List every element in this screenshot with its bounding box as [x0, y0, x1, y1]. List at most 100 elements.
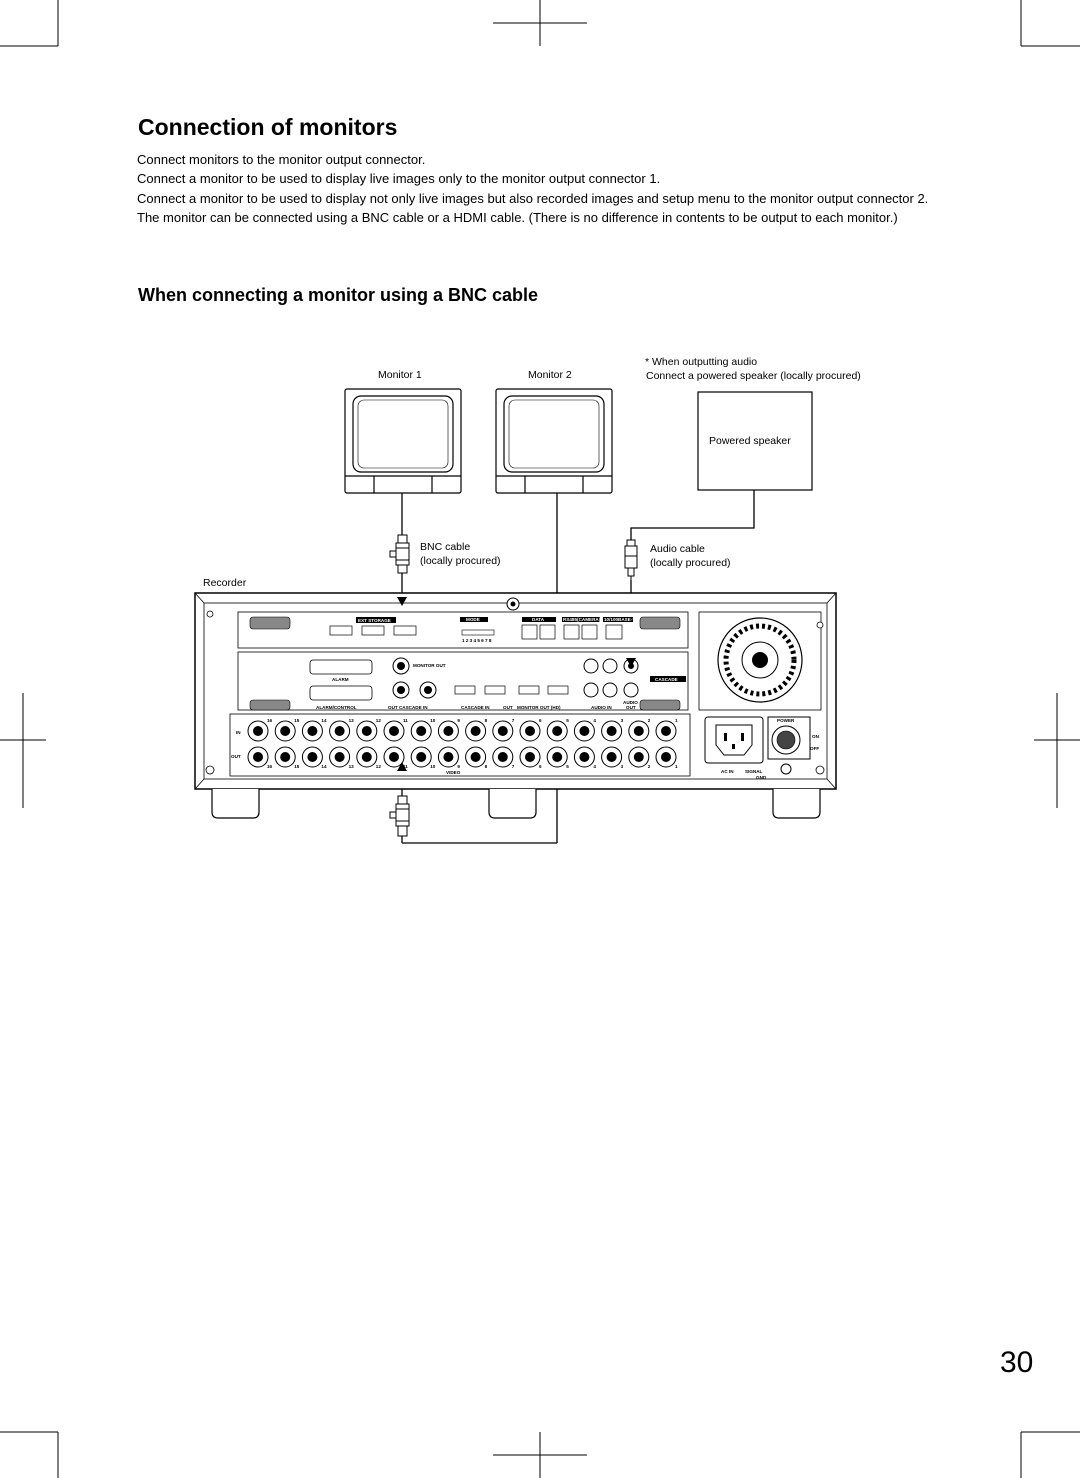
video-channel-number: 12 — [376, 718, 382, 723]
video-bnc-pin — [253, 752, 263, 762]
video-channel-number: 9 — [457, 718, 460, 723]
video-bnc-pin — [307, 752, 318, 762]
recorder: EXT STORAGE MODE 1 2 3 4 5 6 7 8 DATA RS… — [194, 592, 837, 819]
cascade-label: CASCADE — [655, 677, 678, 682]
audio-label: AUDIO — [623, 700, 638, 705]
cascade-in-out-label: OUT CASCADE IN — [388, 705, 428, 710]
dip-numbers: 1 2 3 4 5 6 7 8 — [462, 638, 492, 643]
intro-paragraph: The monitor can be connected using a BNC… — [137, 209, 898, 225]
video-bnc-pin — [361, 726, 372, 736]
ac-in-label: AC IN — [721, 769, 734, 774]
video-channel-number: 8 — [485, 718, 488, 723]
video-bnc-pin — [416, 726, 427, 736]
video-channel-number: 1 — [675, 764, 678, 769]
ext-storage-label: EXT STORAGE — [358, 618, 391, 623]
page-number: 30 — [1000, 1346, 1034, 1379]
audio-cable-label: Audio cable — [650, 543, 705, 555]
signal-gnd-label: SIGNAL — [745, 769, 763, 774]
video-bnc-pin — [579, 752, 590, 762]
video-channel-number: 10 — [430, 718, 436, 723]
video-channel-number: 16 — [267, 718, 273, 723]
audio-note-line2: Connect a powered speaker (locally procu… — [646, 370, 861, 382]
off-label: OFF — [810, 746, 819, 751]
cascade-in-label: CASCADE IN — [461, 705, 490, 710]
rs485-label: RS485(CAMERA) — [563, 617, 601, 622]
video-bnc-pin — [361, 752, 372, 762]
video-bnc-pin — [633, 726, 644, 736]
monitor-out-hd-label: MONITOR OUT (HD) — [517, 705, 561, 710]
signal-gnd-label-2: GND — [756, 775, 767, 780]
audio-in-label: AUDIO IN — [591, 705, 612, 710]
video-channel-number: 7 — [512, 764, 515, 769]
page-title: Connection of monitors — [138, 114, 398, 140]
arrow-icon — [397, 597, 636, 771]
video-channel-number: 11 — [403, 764, 408, 769]
video-channel-number: 15 — [294, 764, 300, 769]
video-bnc-pin — [416, 752, 427, 762]
video-bnc-pin — [253, 726, 263, 736]
recorder-label: Recorder — [203, 577, 247, 589]
video-bnc-pin — [661, 752, 671, 762]
mode-label: MODE — [466, 617, 480, 622]
video-bnc-pin — [633, 752, 644, 762]
video-bnc-pin — [552, 752, 563, 762]
alarm-control-label: ALARM/CONTROL — [316, 705, 357, 710]
video-channel-number: 5 — [566, 764, 569, 769]
video-bnc-pin — [280, 752, 291, 762]
video-bnc-rows: 1616151514141313121211111010998877665544… — [247, 718, 678, 769]
video-bnc-pin — [552, 726, 563, 736]
video-bnc-pin — [606, 726, 617, 736]
rca-plug-icon — [624, 539, 638, 580]
video-bnc-pin — [470, 752, 481, 762]
video-channel-number: 12 — [376, 764, 382, 769]
alarm-label: ALARM — [332, 677, 349, 682]
video-channel-number: 3 — [621, 764, 624, 769]
video-channel-number: 3 — [621, 718, 624, 723]
video-channel-number: 8 — [485, 764, 488, 769]
audio-cable-sublabel: (locally procured) — [650, 557, 731, 569]
video-channel-number: 6 — [539, 764, 542, 769]
video-channel-number: 1 — [675, 718, 678, 723]
video-bnc-pin — [661, 726, 671, 736]
bnc-cable-label: BNC cable — [420, 541, 470, 553]
video-channel-number: 14 — [321, 764, 327, 769]
video-bnc-pin — [606, 752, 617, 762]
audio-out-label: OUT — [626, 705, 636, 710]
monitor-1-label: Monitor 1 — [378, 369, 422, 381]
monitor-1 — [344, 388, 462, 494]
out-label: OUT — [503, 705, 513, 710]
audio-note-line1: * When outputting audio — [645, 356, 757, 368]
video-bnc-pin — [389, 726, 399, 736]
video-channel-number: 13 — [349, 764, 355, 769]
video-bnc-pin — [525, 752, 535, 762]
video-channel-number: 10 — [430, 764, 436, 769]
intro-text: Connect monitors to the monitor output c… — [137, 150, 937, 227]
video-bnc-pin — [389, 752, 399, 762]
powered-speaker — [697, 391, 813, 491]
video-channel-number: 14 — [321, 718, 327, 723]
monitor-out-label: MONITOR OUT — [413, 663, 446, 668]
video-channel-number: 16 — [267, 764, 273, 769]
on-label: ON — [812, 734, 820, 739]
power-label: POWER — [777, 718, 795, 723]
video-channel-number: 4 — [593, 764, 596, 769]
video-channel-number: 11 — [403, 718, 408, 723]
video-bnc-pin — [470, 726, 481, 736]
video-bnc-pin — [497, 752, 508, 762]
video-channel-number: 7 — [512, 718, 515, 723]
monitor-2 — [495, 388, 613, 494]
data-label: DATA — [532, 617, 545, 622]
video-bnc-pin — [334, 726, 345, 736]
video-in-label: IN — [236, 730, 241, 735]
video-channel-number: 6 — [539, 718, 542, 723]
video-channel-number: 13 — [349, 718, 355, 723]
video-label: VIDEO — [446, 770, 461, 775]
video-channel-number: 5 — [566, 718, 569, 723]
video-bnc-pin — [443, 726, 454, 736]
video-bnc-pin — [497, 726, 508, 736]
intro-paragraph: Connect a monitor to be used to display … — [137, 171, 661, 187]
intro-paragraph: Connect monitors to the monitor output c… — [137, 152, 426, 167]
monitor-2-label: Monitor 2 — [528, 369, 572, 381]
